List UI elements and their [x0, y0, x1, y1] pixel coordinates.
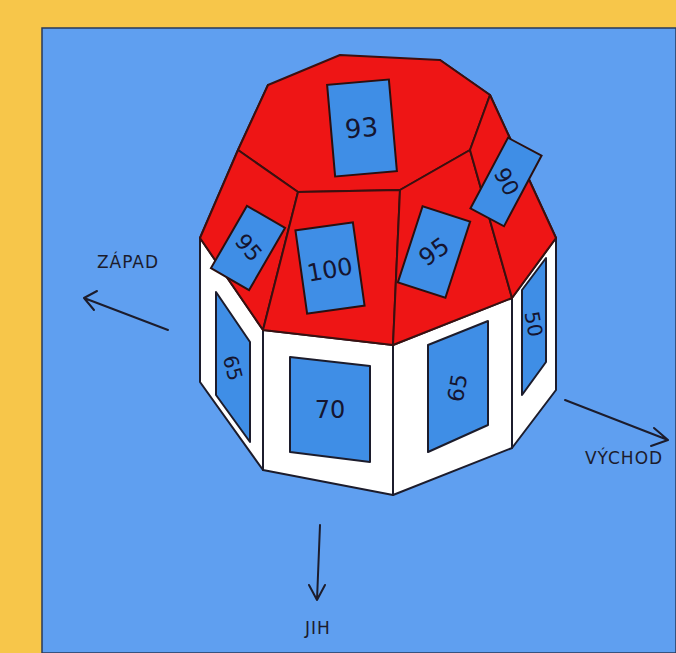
window: [295, 222, 364, 313]
window: [211, 206, 285, 290]
arrow-east: [565, 400, 668, 446]
wall-number: 65: [445, 372, 472, 403]
direction-label: VÝCHOD: [585, 450, 663, 467]
roof-number: 100: [305, 254, 354, 286]
window: [398, 206, 470, 298]
roof-face: [263, 190, 400, 345]
roof-windows: [211, 79, 542, 313]
direction-label: JIH: [305, 620, 331, 637]
roof-number: 95: [415, 233, 454, 270]
roof: [200, 55, 556, 345]
window: [428, 321, 488, 452]
compass-arrows: [84, 291, 668, 600]
window: [290, 357, 370, 462]
wall-south: [263, 330, 393, 495]
arrow-west: [84, 291, 168, 330]
window: [327, 79, 397, 176]
roof-number: 90: [490, 164, 523, 199]
wall-number: 65: [220, 353, 246, 383]
wall-number: 50: [522, 310, 546, 339]
direction-label: ZÁPAD: [97, 254, 159, 271]
wall-number: 70: [315, 398, 346, 422]
sky-panel: [42, 28, 676, 653]
roof-number: 93: [344, 114, 379, 143]
arrow-south: [309, 525, 325, 600]
window: [216, 292, 250, 442]
window: [470, 138, 541, 226]
roof-number: 95: [231, 230, 266, 266]
roof-face: [470, 95, 556, 298]
